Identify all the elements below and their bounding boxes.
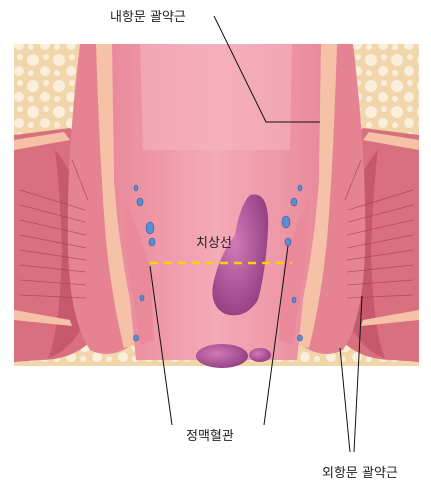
label-venous-vessels: 정맥혈관 [186,425,234,444]
label-internal-sphincter: 내항문 괄약근 [110,6,186,25]
label-external-sphincter: 외항문 괄약근 [322,462,398,481]
label-dentate-line: 치상선 [196,232,232,251]
anal-canal [112,44,321,360]
